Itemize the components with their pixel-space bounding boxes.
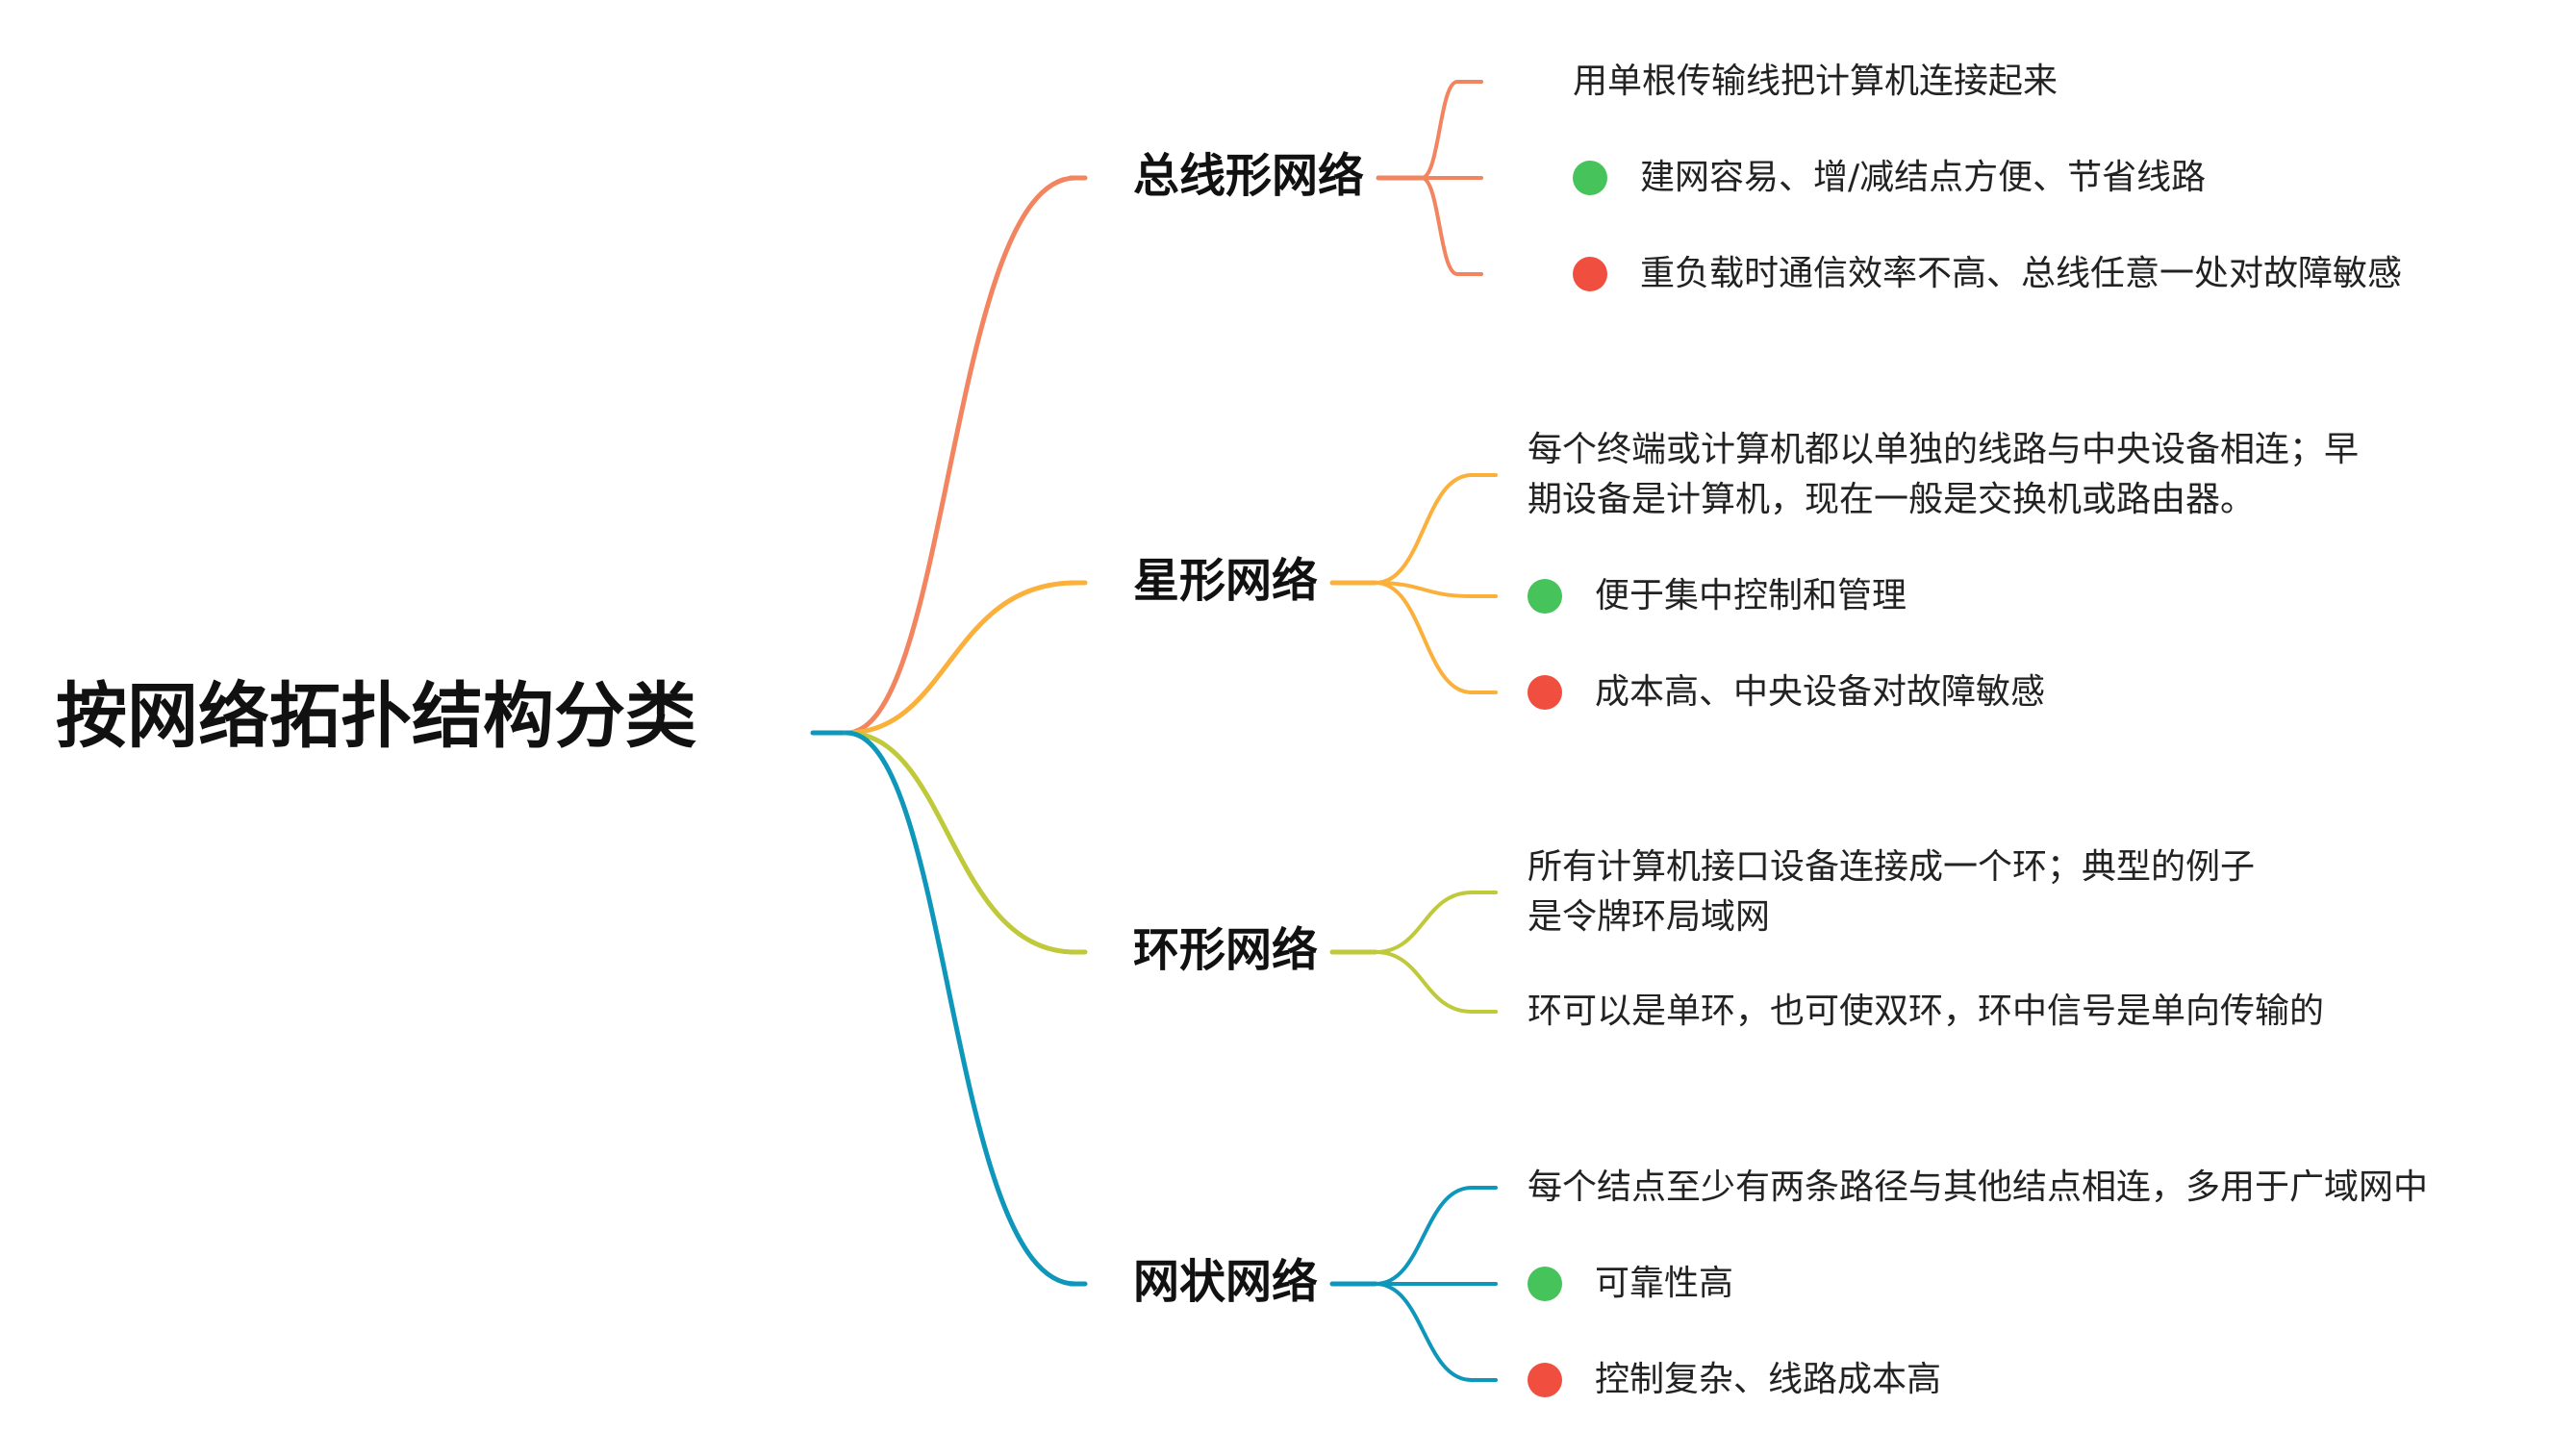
leaf-text: 成本高、中央设备对故障敏感: [1595, 667, 2045, 717]
leaf-text-line: 所有计算机接口设备连接成一个环；典型的例子: [1528, 847, 2256, 887]
leaf-text: 可靠性高: [1595, 1259, 1733, 1309]
con-marker-icon: [1528, 675, 1562, 710]
leaf-connector: [1374, 581, 1498, 694]
leaf-text-line: 建网容易、增/减结点方便、节省线路: [1640, 158, 2207, 197]
leaf-text-line: 重负载时通信效率不高、总线任意一处对故障敏感: [1640, 254, 2403, 293]
leaf-text-line: 是令牌环局域网: [1528, 897, 1771, 937]
leaf-connector: [1374, 891, 1498, 954]
leaf-connector: [1420, 80, 1483, 180]
leaf-text-line: 可靠性高: [1595, 1264, 1734, 1303]
branch-connector: [844, 730, 1078, 1287]
leaf-text: 用单根传输线把计算机连接起来: [1573, 57, 2058, 107]
branch-connector: [844, 730, 1078, 955]
con-marker-icon: [1528, 1363, 1562, 1397]
leaf-connector: [1374, 581, 1498, 598]
leaf-text-line: 控制复杂、线路成本高: [1595, 1360, 1942, 1399]
branch-title: 星形网络: [1133, 554, 1319, 608]
leaf-text-line: 便于集中控制和管理: [1595, 576, 1907, 615]
leaf-text: 控制复杂、线路成本高: [1595, 1355, 1941, 1405]
leaf-text: 每个终端或计算机都以单独的线路与中央设备相连；早期设备是计算机，现在一般是交换机…: [1528, 425, 2359, 525]
branch-connector: [844, 580, 1078, 736]
pro-marker-icon: [1573, 161, 1607, 195]
leaf-text-line: 成本高、中央设备对故障敏感: [1595, 672, 2046, 712]
leaf-text-line: 期设备是计算机，现在一般是交换机或路由器。: [1528, 480, 2256, 519]
leaf-text-line: 每个结点至少有两条路径与其他结点相连，多用于广域网中: [1528, 1167, 2429, 1207]
leaf-connector: [1374, 1186, 1498, 1286]
branch-title: 环形网络: [1133, 923, 1319, 977]
leaf-connector: [1374, 1282, 1498, 1382]
leaf-text: 所有计算机接口设备连接成一个环；典型的例子是令牌环局域网: [1528, 842, 2255, 942]
leaf-text: 便于集中控制和管理: [1595, 571, 1907, 621]
branch-connector: [844, 175, 1078, 736]
leaf-text: 重负载时通信效率不高、总线任意一处对故障敏感: [1640, 249, 2402, 299]
leaf-connector: [1374, 950, 1498, 1014]
pro-marker-icon: [1528, 1267, 1562, 1301]
leaf-text-line: 每个终端或计算机都以单独的线路与中央设备相连；早: [1528, 430, 2360, 469]
con-marker-icon: [1573, 257, 1607, 291]
leaf-text-line: 环可以是单环，也可使双环，环中信号是单向传输的: [1528, 992, 2325, 1031]
pro-marker-icon: [1528, 579, 1562, 614]
root-title: 按网络拓扑结构分类: [56, 675, 696, 758]
leaf-text: 建网容易、增/减结点方便、节省线路: [1640, 153, 2206, 203]
branch-title: 网状网络: [1133, 1255, 1319, 1309]
leaf-text: 环可以是单环，也可使双环，环中信号是单向传输的: [1528, 987, 2324, 1037]
leaf-text: 每个结点至少有两条路径与其他结点相连，多用于广域网中: [1528, 1163, 2428, 1213]
leaf-connector: [1374, 473, 1498, 585]
branch-title: 总线形网络: [1133, 149, 1365, 203]
leaf-connector: [1420, 176, 1483, 276]
leaf-text-line: 用单根传输线把计算机连接起来: [1573, 62, 2058, 101]
